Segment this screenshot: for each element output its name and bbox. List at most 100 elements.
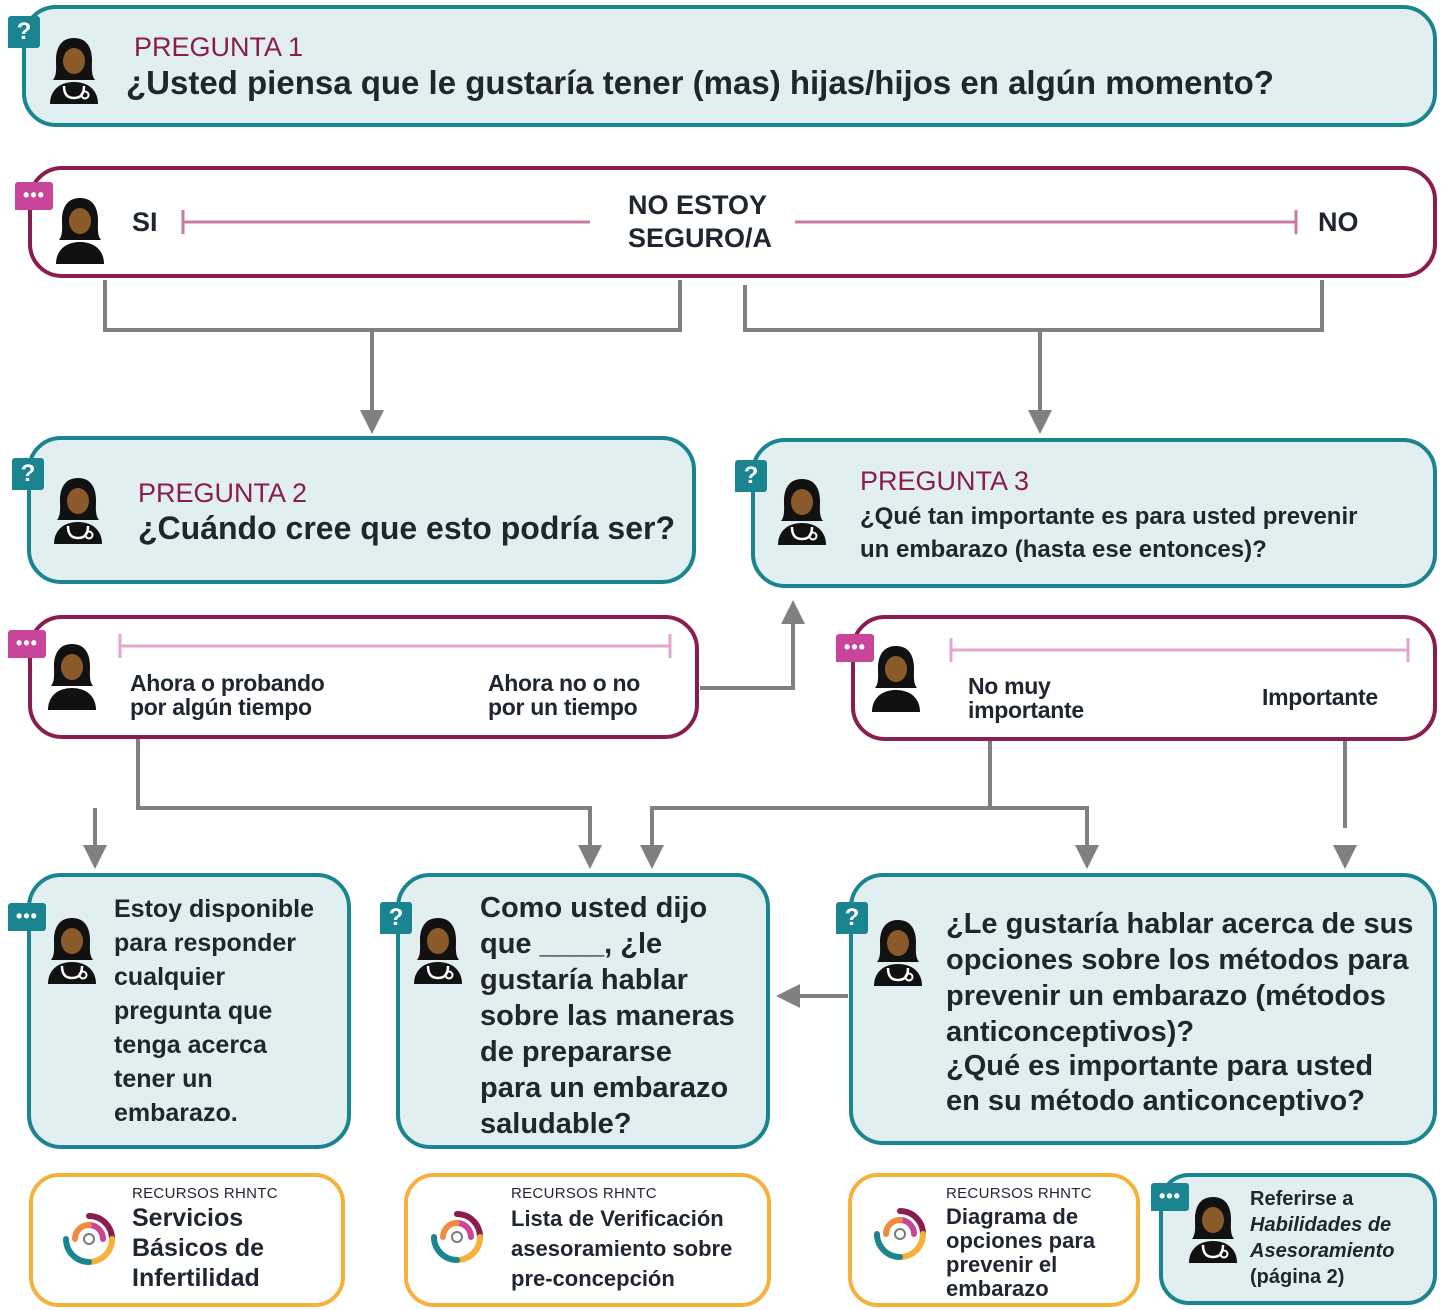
arrow-a2-to-q3 [700,612,795,690]
arrowhead-box3 [1075,845,1099,869]
arrowhead-up-q3 [781,600,805,624]
response-3-line: opciones sobre los métodos para [946,944,1409,976]
connector-si-unsure [103,280,682,332]
doctor-icon [1189,1197,1237,1263]
reference-line1: Referirse a [1250,1188,1354,1210]
response-2-line: de prepararse [480,1036,672,1068]
answer-2-box [28,615,699,739]
resource-3-tag: RECURSOS RHNTC [946,1185,1092,1202]
question-1-text: ¿Usted piensa que le gustaría tener (mas… [126,64,1274,101]
response-1-line: cualquier [114,963,226,991]
reference-line4: (página 2) [1250,1266,1345,1288]
woman-icon [872,646,920,712]
arrowhead-box2-left [776,984,800,1008]
resource-3-line: Diagrama de [946,1204,1079,1229]
speech-badge: ••• [1151,1183,1189,1211]
arrowhead-box1 [83,845,107,869]
resource-2-line: pre-concepción [511,1266,675,1291]
woman-icon [56,198,104,264]
response-3-line: anticonceptivos)? [946,1016,1195,1048]
response-2-line: gustaría hablar [480,964,688,996]
question-1-box [22,5,1437,127]
resource-1-line: Servicios [132,1204,244,1232]
resource-card-3[interactable] [848,1173,1140,1307]
connector-unsure-no [743,280,1324,332]
rhntc-logo-icon [63,1213,115,1265]
resource-1-tag: RECURSOS RHNTC [132,1185,278,1202]
response-1-line: tener un [114,1065,213,1093]
response-1-line: embarazo. [114,1099,238,1127]
doctor-icon [54,478,102,544]
resource-3-line: embarazo [946,1276,1049,1301]
speech-badge: ••• [8,630,46,658]
question-3-text-line1: ¿Qué tan importante es para usted preven… [860,503,1358,530]
resource-1-line: Básicos de [132,1234,265,1262]
connector-a2-down [136,738,592,855]
question-badge: ? [836,902,868,934]
arrowhead-box2b [640,845,664,869]
resource-3-line: opciones para [946,1228,1096,1253]
response-3-line: en su método anticonceptivo? [946,1085,1365,1117]
response-1-line: Estoy disponible [114,895,315,923]
connector-a3-down [650,740,992,855]
resource-card-1[interactable] [29,1173,345,1307]
answer-2-right-line2: por un tiempo [488,694,638,720]
response-3-line: ¿Qué es importante para usted [946,1050,1374,1082]
question-2-box [27,436,696,584]
question-1-label: PREGUNTA 1 [134,32,304,62]
speech-badge: ••• [15,182,53,210]
question-badge: ? [735,460,767,492]
answer-2-left-line2: por algún tiempo [130,694,312,720]
question-2-label: PREGUNTA 2 [138,478,308,508]
doctor-icon [414,918,462,984]
resource-3-line: prevenir el [946,1252,1058,1277]
answer-unsure-line2: SEGURO/A [628,223,773,253]
reference-line3[interactable]: Asesoramiento [1250,1240,1395,1262]
resource-card-2[interactable] [404,1173,771,1307]
answer-3-left-line1: No muy [968,673,1051,699]
response-2-line: para un embarazo [480,1072,729,1104]
resource-2-line: Lista de Verificación [511,1206,724,1231]
woman-icon [48,644,96,710]
response-3-line: ¿Le gustaría hablar acerca de sus [946,908,1414,940]
doctor-icon [50,38,98,104]
resource-2-line: asesoramiento sobre [511,1236,733,1261]
question-badge: ? [8,16,40,48]
answer-3-left-line2: importante [968,697,1084,723]
resource-2-tag: RECURSOS RHNTC [511,1185,657,1202]
answer-2-left-line1: Ahora o probando [130,670,325,696]
question-3-box [751,438,1437,588]
doctor-icon [778,479,826,545]
arrowhead-q3 [1028,410,1052,434]
question-3-label: PREGUNTA 3 [860,466,1030,496]
arrow-to-box3 [990,806,1089,855]
response-2-line: Como usted dijo [480,892,708,924]
speech-badge: ••• [836,634,874,662]
doctor-icon [874,920,922,986]
answer-3-right: Importante [1262,684,1378,710]
rhntc-logo-icon [431,1211,483,1263]
rhntc-logo-icon [874,1208,926,1260]
question-badge: ? [12,458,44,490]
reference-line2[interactable]: Habilidades de [1250,1214,1392,1236]
doctor-icon [48,918,96,984]
arrowhead-importante [1333,845,1357,869]
answer-2-right-line1: Ahora no o no [488,670,640,696]
answer-si: SI [132,207,158,237]
arrowhead-q2 [360,410,384,434]
resource-1-line: Infertilidad [132,1264,260,1292]
answer-no: NO [1318,207,1359,237]
response-box-1 [27,873,351,1149]
response-2-line: saludable? [480,1108,632,1140]
response-box-3 [849,873,1437,1145]
response-1-line: para responder [114,929,297,957]
response-1-line: tenga acerca [114,1031,267,1059]
response-3-line: prevenir un embarazo (métodos [946,980,1386,1012]
question-badge: ? [380,902,412,934]
response-2-line: que ____, ¿le [480,928,663,960]
question-3-text-line2: un embarazo (hasta ese entonces)? [860,536,1267,563]
